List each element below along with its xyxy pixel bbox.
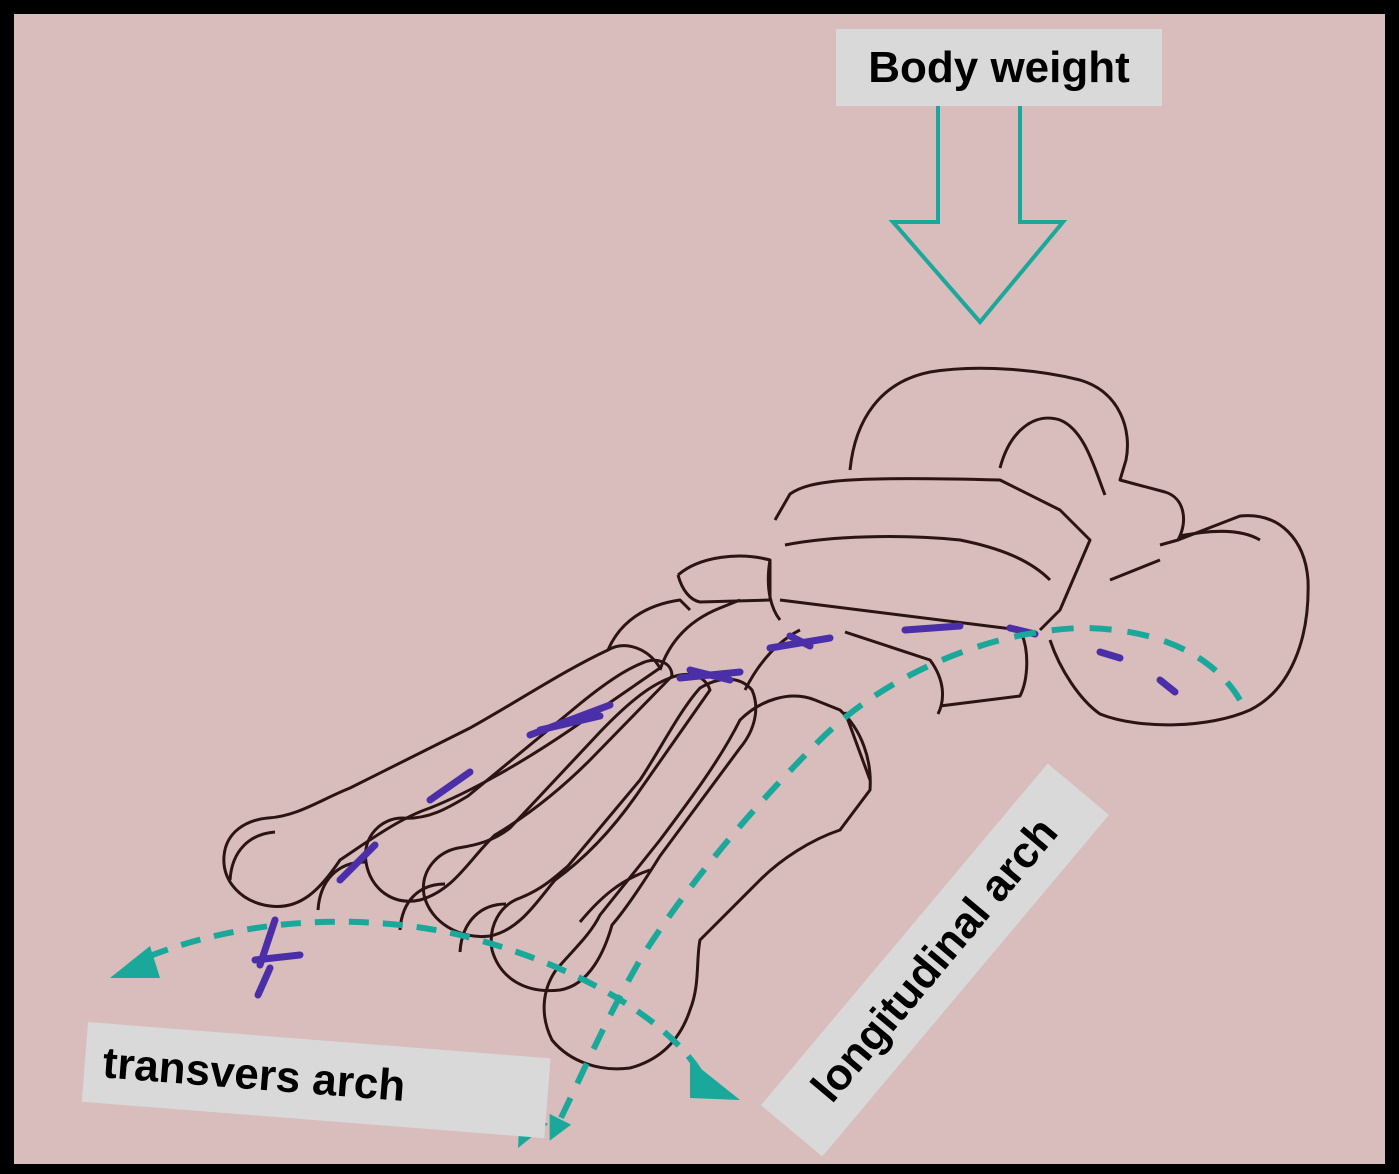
paper-background [14,14,1385,1164]
body-weight-label: Body weight [836,29,1162,106]
